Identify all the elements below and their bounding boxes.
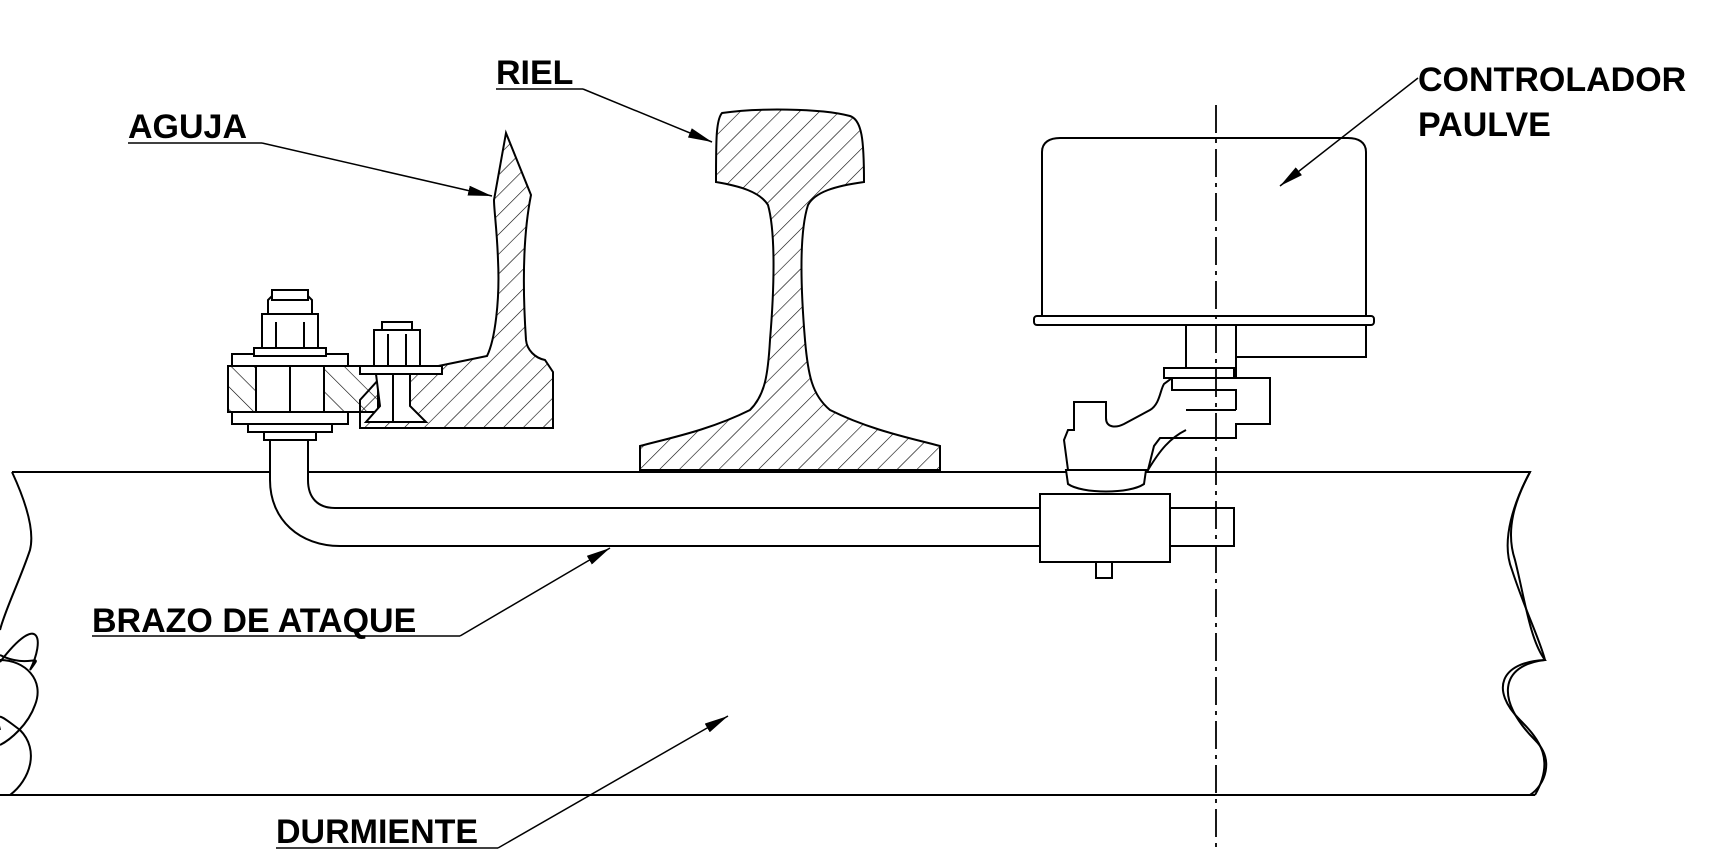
controller-link-arm xyxy=(1147,378,1237,471)
sleeper-right-break xyxy=(1501,471,1547,796)
label-controlador: CONTROLADOR xyxy=(1418,61,1686,99)
controller-flange xyxy=(1033,315,1375,326)
blade-section xyxy=(359,129,554,429)
label-durmiente: DURMIENTE xyxy=(276,813,478,851)
controller-ball-joint xyxy=(1064,469,1148,493)
controller-mount-right xyxy=(1235,324,1367,358)
rail-section xyxy=(639,108,941,471)
bolt-nut-upper xyxy=(261,313,319,349)
controlador-leader xyxy=(1279,77,1419,187)
arm-end-tube xyxy=(1167,507,1235,547)
durmiente-leader xyxy=(497,715,729,849)
screw-head xyxy=(373,329,421,367)
clamp-washer-bottom xyxy=(231,411,349,425)
label-brazo: BRAZO DE ATAQUE xyxy=(92,602,416,640)
aguja-leader xyxy=(261,142,493,197)
sleeper-outline xyxy=(0,471,1548,796)
arm-clamp-block xyxy=(1039,493,1171,563)
brazo-leader xyxy=(459,547,611,637)
arm-clamp-pin xyxy=(1095,561,1113,579)
label-aguja: AGUJA xyxy=(128,108,247,146)
controller-linkage xyxy=(1062,377,1271,471)
label-paulve: PAULVE xyxy=(1418,106,1551,144)
attack-arm xyxy=(269,439,1041,547)
controller-housing xyxy=(1041,137,1367,317)
sleeper-left-break xyxy=(0,471,39,746)
riel-leader xyxy=(582,88,713,143)
label-riel: RIEL xyxy=(496,54,573,92)
screw-countersunk xyxy=(363,373,429,423)
